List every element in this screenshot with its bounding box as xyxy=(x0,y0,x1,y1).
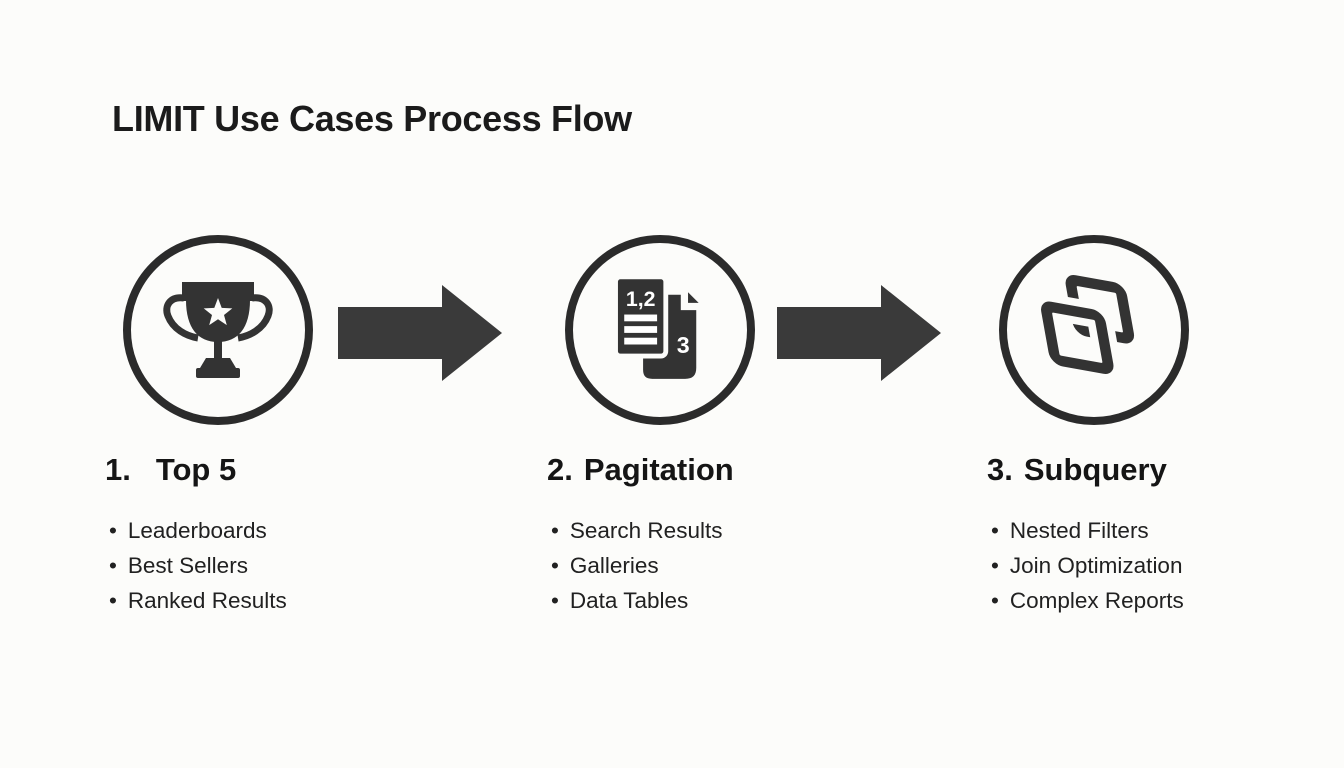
arrow-right-icon xyxy=(338,285,502,381)
step1-heading: 1. Top 5 xyxy=(105,452,475,488)
step2-items: Search Results Galleries Data Tables xyxy=(547,513,917,618)
step1-items: Leaderboards Best Sellers Ranked Results xyxy=(105,513,475,618)
page-front-label: 1,2 xyxy=(626,287,656,311)
stacked-squares-icon xyxy=(1032,275,1135,383)
diagram-title: LIMIT Use Cases Process Flow xyxy=(112,98,632,139)
list-item: Search Results xyxy=(547,513,917,548)
list-item-text: Galleries xyxy=(569,553,659,578)
list-item-text: Complex Reports xyxy=(1009,588,1184,613)
list-item: Leaderboards xyxy=(105,513,475,548)
step-number: 3. xyxy=(987,452,1013,487)
list-item: Best Sellers xyxy=(105,548,475,583)
step-title: Pagitation xyxy=(583,452,734,487)
list-item-text: Ranked Results xyxy=(127,588,287,613)
list-item-text: Nested Filters xyxy=(1009,518,1149,543)
list-item-text: Data Tables xyxy=(569,588,689,613)
list-item: Ranked Results xyxy=(105,583,475,618)
paginated-pages-icon: 3 1,2 xyxy=(613,274,702,384)
step3-items: Nested Filters Join Optimization Complex… xyxy=(987,513,1344,618)
list-item-text: Leaderboards xyxy=(127,518,267,543)
list-item-text: Join Optimization xyxy=(1009,553,1183,578)
step-number: 1. xyxy=(105,452,131,487)
step1-details: 1. Top 5 Leaderboards Best Sellers Ranke… xyxy=(105,452,475,618)
step2-heading: 2. Pagitation xyxy=(547,452,917,488)
list-item: Complex Reports xyxy=(987,583,1344,618)
list-item-text: Best Sellers xyxy=(127,553,248,578)
list-item: Data Tables xyxy=(547,583,917,618)
list-item: Nested Filters xyxy=(987,513,1344,548)
step3-heading: 3. Subquery xyxy=(987,452,1344,488)
step2-details: 2. Pagitation Search Results Galleries D… xyxy=(547,452,917,618)
step-number: 2. xyxy=(547,452,573,487)
step-title: Top 5 xyxy=(155,452,237,487)
list-item: Join Optimization xyxy=(987,548,1344,583)
step3-details: 3. Subquery Nested Filters Join Optimiza… xyxy=(987,452,1344,618)
step2-circle: 3 1,2 xyxy=(565,235,755,425)
list-item-text: Search Results xyxy=(569,518,723,543)
trophy-icon xyxy=(163,282,273,378)
step3-circle xyxy=(999,235,1189,425)
step1-circle xyxy=(123,235,313,425)
step-title: Subquery xyxy=(1023,452,1167,487)
list-item: Galleries xyxy=(547,548,917,583)
page-back-label: 3 xyxy=(677,332,690,358)
arrow-right-icon xyxy=(777,285,941,381)
